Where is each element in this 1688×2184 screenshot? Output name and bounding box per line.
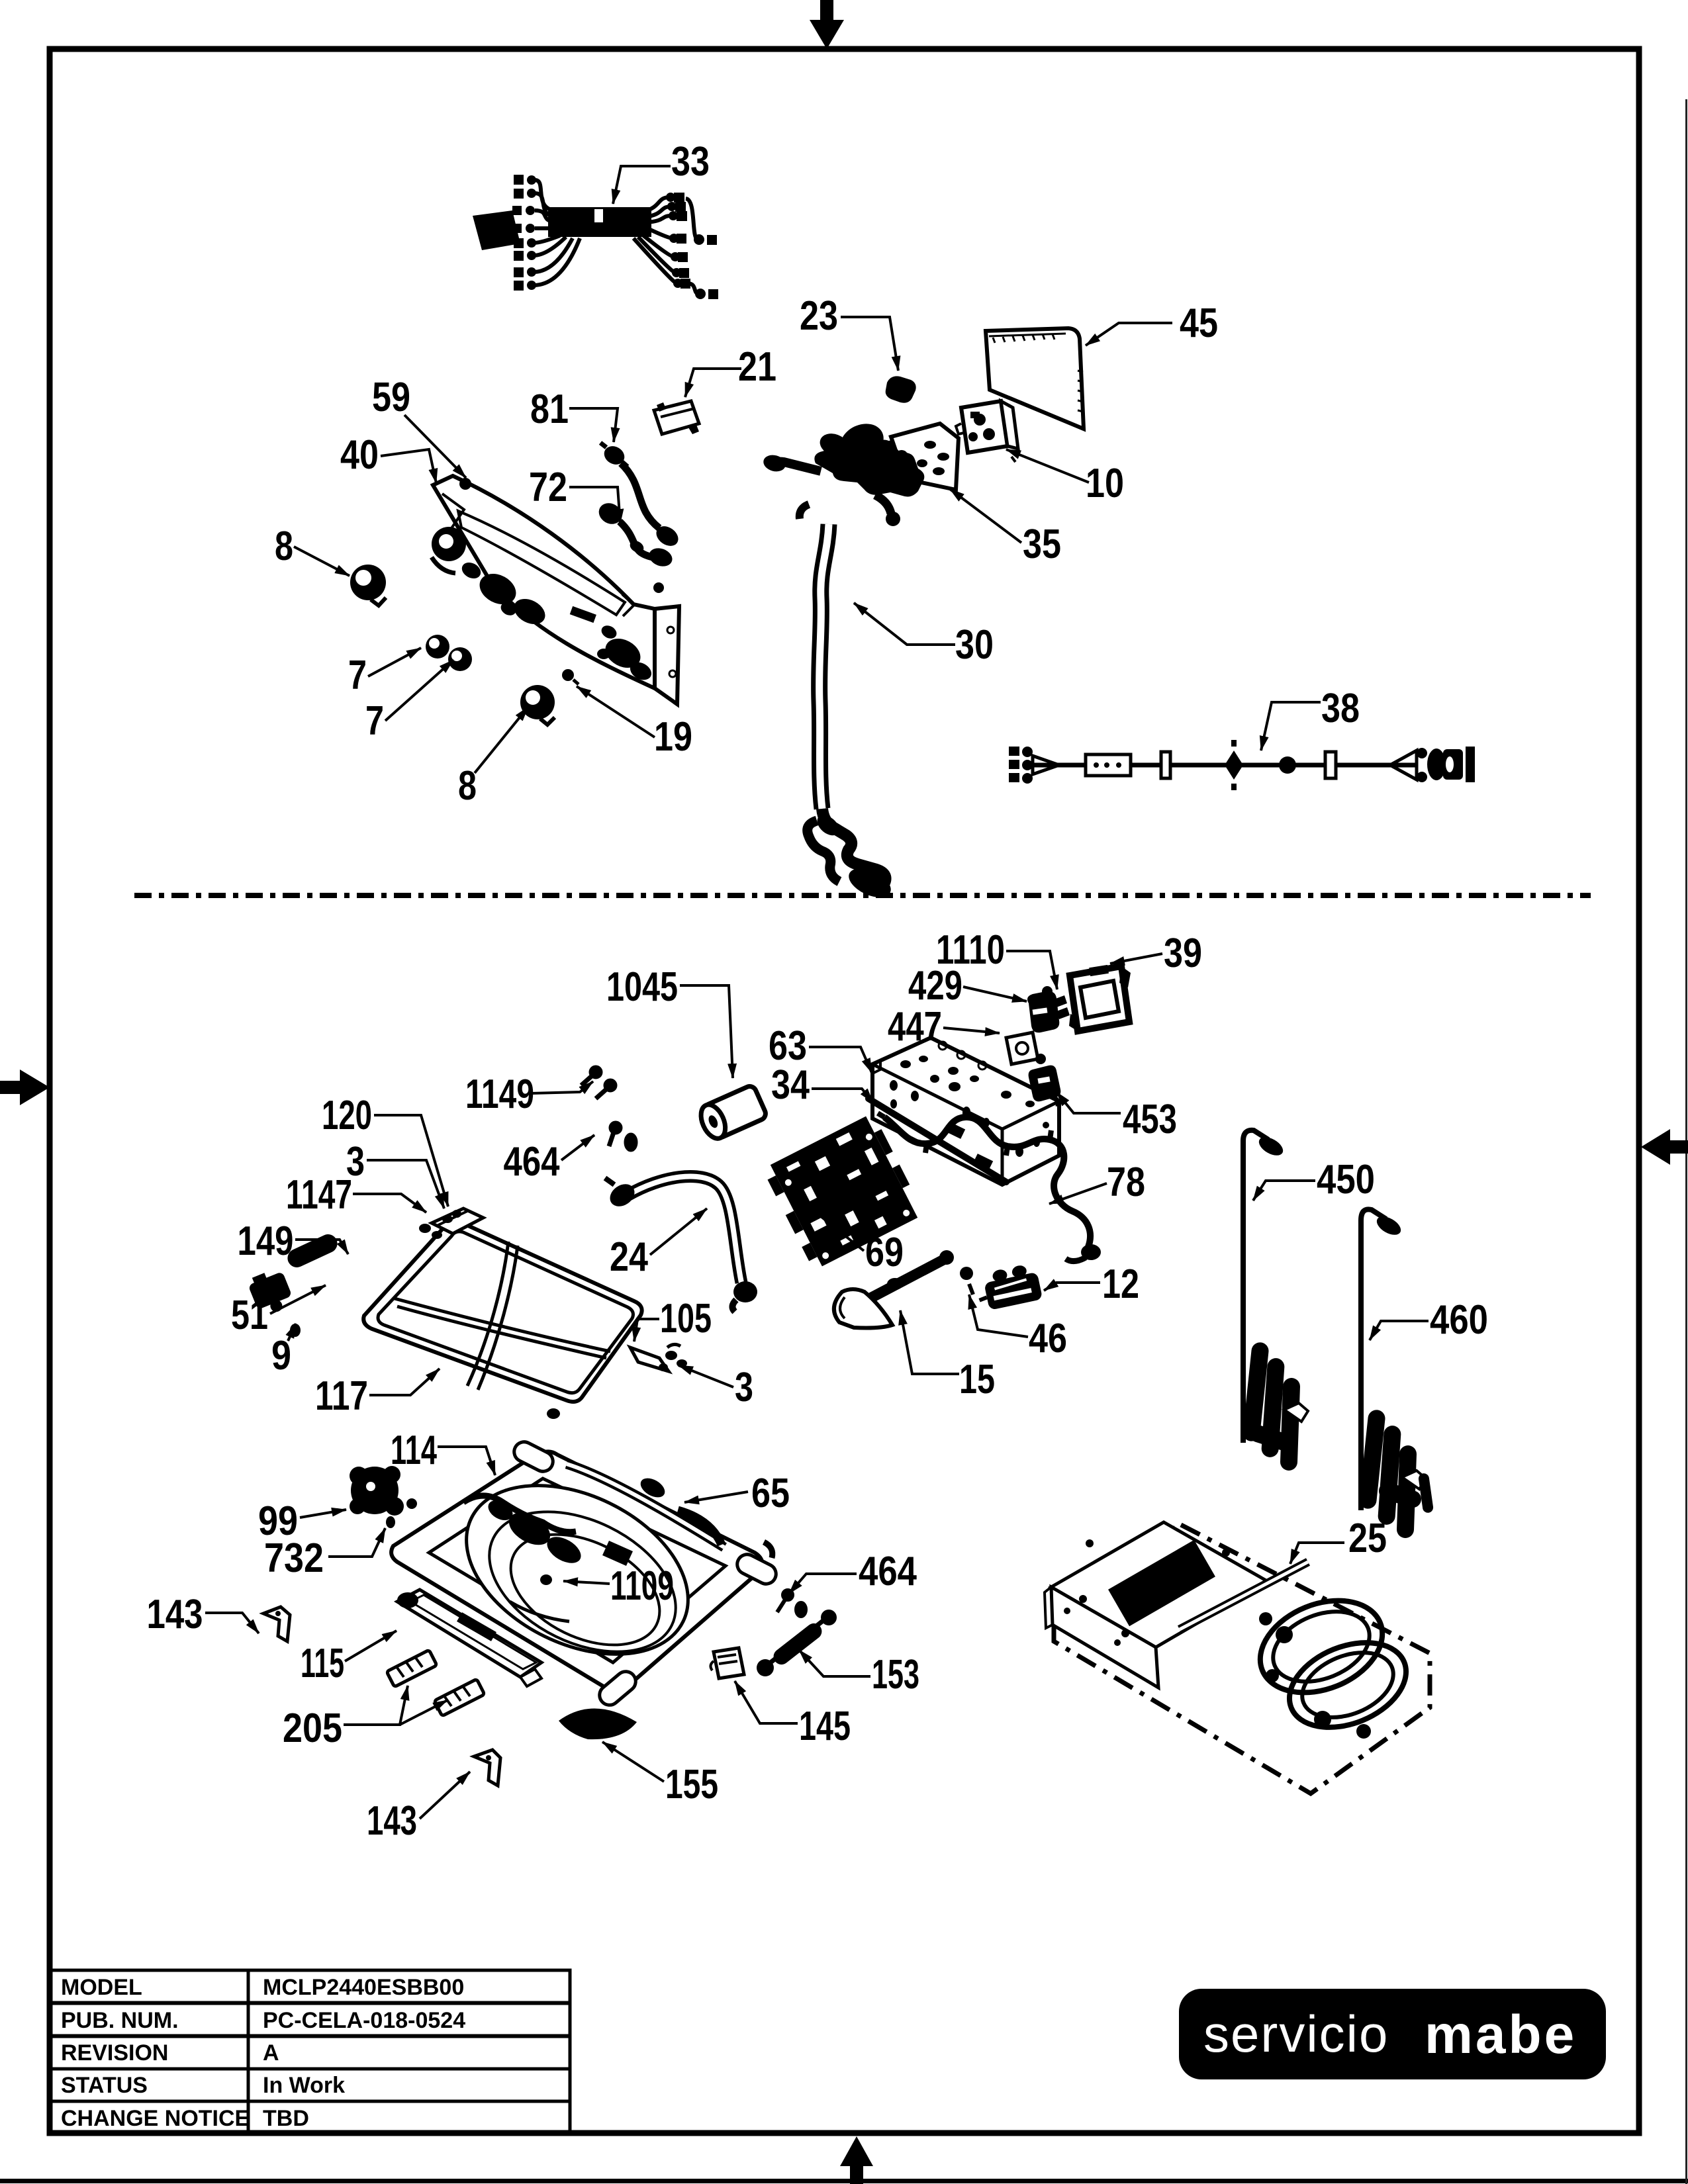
svg-text:81: 81 — [530, 387, 569, 432]
svg-text:732: 732 — [264, 1535, 324, 1581]
svg-text:39: 39 — [1164, 931, 1202, 976]
svg-text:78: 78 — [1107, 1160, 1145, 1205]
svg-text:MODEL: MODEL — [61, 1975, 142, 2000]
svg-text:24: 24 — [610, 1234, 648, 1280]
svg-text:105: 105 — [660, 1296, 712, 1342]
svg-text:MCLP2440ESBB00: MCLP2440ESBB00 — [263, 1975, 464, 2000]
svg-text:1110: 1110 — [936, 927, 1005, 973]
svg-text:155: 155 — [665, 1762, 718, 1807]
svg-text:114: 114 — [391, 1428, 437, 1473]
svg-text:8: 8 — [458, 763, 477, 809]
svg-text:9: 9 — [271, 1333, 291, 1379]
svg-text:25: 25 — [1348, 1516, 1387, 1561]
svg-text:servicio: servicio — [1203, 2005, 1389, 2063]
svg-text:1109: 1109 — [610, 1563, 674, 1609]
svg-text:51: 51 — [231, 1293, 268, 1338]
svg-text:40: 40 — [340, 432, 379, 478]
svg-text:464: 464 — [504, 1139, 560, 1185]
svg-text:205: 205 — [283, 1706, 342, 1751]
svg-text:69: 69 — [865, 1230, 904, 1275]
svg-text:59: 59 — [372, 375, 410, 420]
svg-text:23: 23 — [800, 293, 838, 339]
svg-text:30: 30 — [955, 622, 994, 668]
svg-text:21: 21 — [738, 344, 776, 390]
svg-text:464: 464 — [859, 1549, 917, 1594]
svg-text:99: 99 — [258, 1498, 298, 1544]
svg-text:460: 460 — [1430, 1297, 1488, 1343]
svg-text:REVISION: REVISION — [61, 2040, 168, 2066]
svg-text:447: 447 — [888, 1004, 942, 1050]
svg-text:3: 3 — [346, 1139, 365, 1185]
svg-text:65: 65 — [751, 1471, 790, 1516]
svg-text:35: 35 — [1023, 522, 1061, 567]
svg-text:120: 120 — [322, 1093, 372, 1138]
svg-text:145: 145 — [799, 1704, 851, 1749]
svg-text:143: 143 — [147, 1592, 203, 1637]
svg-text:1045: 1045 — [606, 964, 678, 1010]
svg-text:33: 33 — [671, 139, 710, 185]
svg-text:450: 450 — [1317, 1157, 1375, 1203]
svg-text:115: 115 — [301, 1641, 344, 1686]
svg-text:7: 7 — [365, 698, 384, 744]
svg-text:63: 63 — [769, 1023, 807, 1069]
svg-text:153: 153 — [872, 1652, 919, 1698]
svg-text:143: 143 — [367, 1798, 417, 1844]
svg-text:STATUS: STATUS — [61, 2073, 148, 2098]
svg-text:453: 453 — [1123, 1097, 1177, 1142]
svg-text:10: 10 — [1086, 461, 1124, 506]
svg-text:1149: 1149 — [465, 1071, 534, 1117]
svg-text:3: 3 — [735, 1365, 753, 1410]
svg-text:In Work: In Work — [263, 2073, 345, 2098]
svg-text:7: 7 — [348, 653, 367, 698]
svg-text:TBD: TBD — [263, 2106, 309, 2131]
svg-text:149: 149 — [238, 1218, 294, 1264]
svg-text:46: 46 — [1029, 1316, 1067, 1361]
svg-text:A: A — [263, 2040, 279, 2066]
svg-text:12: 12 — [1102, 1261, 1139, 1307]
svg-text:72: 72 — [529, 465, 567, 510]
svg-text:PC-CELA-018-0524: PC-CELA-018-0524 — [263, 2008, 465, 2033]
svg-text:mabe: mabe — [1425, 2005, 1577, 2065]
svg-text:15: 15 — [959, 1357, 995, 1402]
svg-text:34: 34 — [771, 1062, 810, 1108]
svg-text:PUB. NUM.: PUB. NUM. — [61, 2008, 179, 2033]
svg-text:19: 19 — [654, 714, 692, 760]
svg-text:CHANGE NOTICE: CHANGE NOTICE — [61, 2106, 250, 2131]
svg-text:38: 38 — [1321, 686, 1360, 731]
svg-text:1147: 1147 — [286, 1172, 352, 1218]
svg-text:8: 8 — [275, 523, 293, 569]
svg-text:429: 429 — [908, 963, 962, 1009]
svg-text:45: 45 — [1180, 300, 1218, 346]
svg-text:117: 117 — [315, 1373, 368, 1419]
